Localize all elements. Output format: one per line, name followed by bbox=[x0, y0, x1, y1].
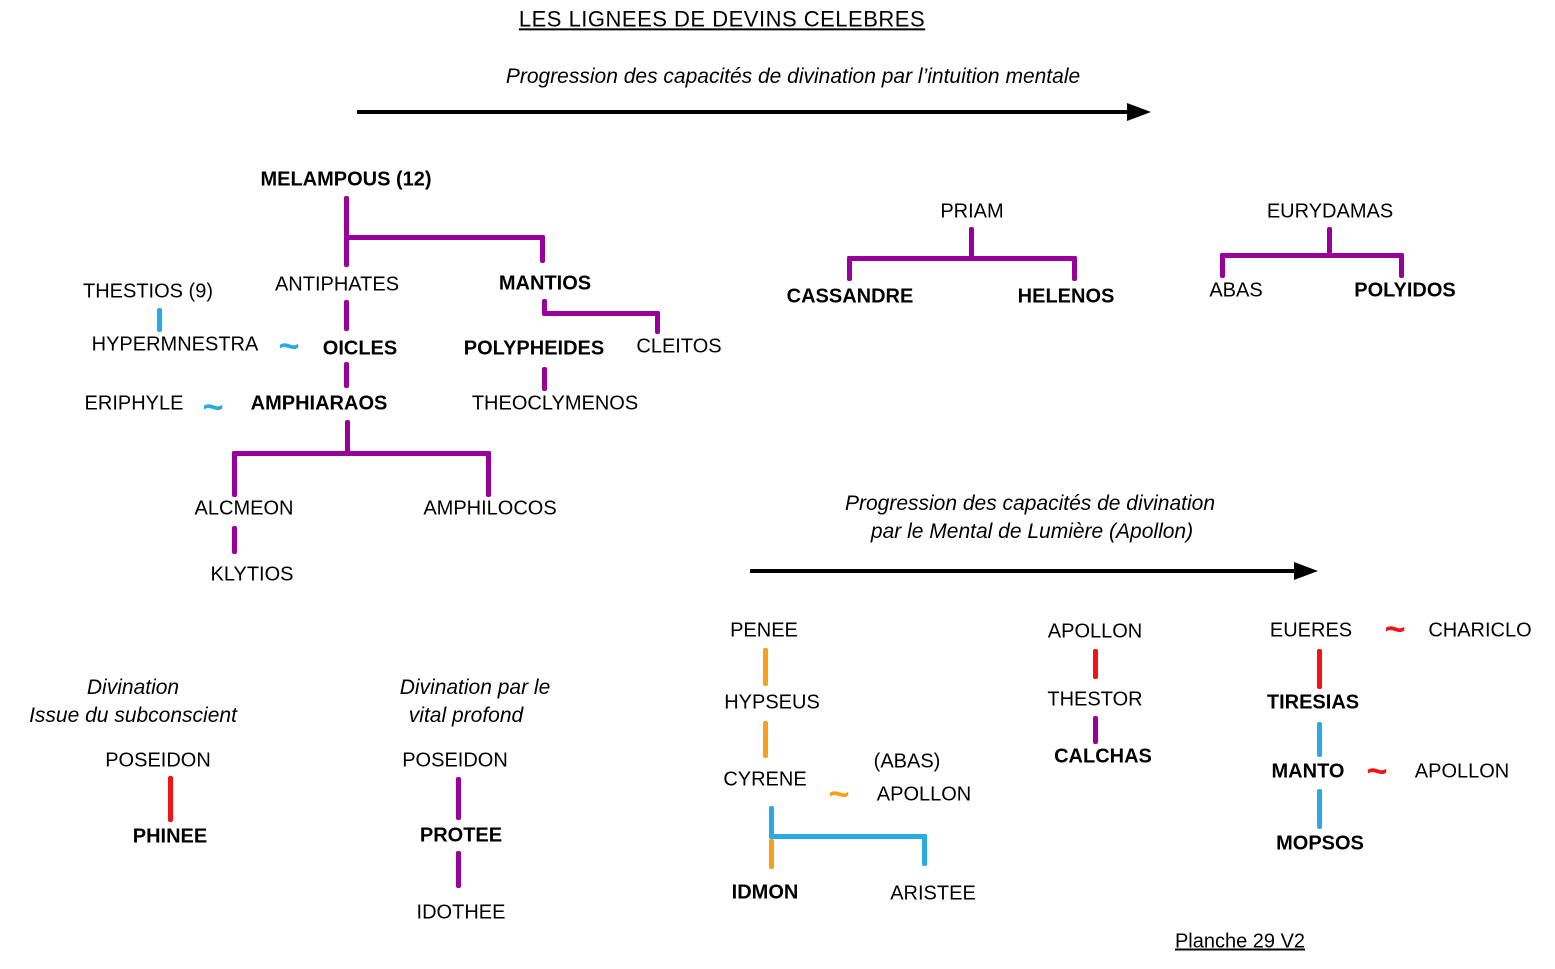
line-melampous-down bbox=[344, 196, 349, 267]
node-apollon-manto: APOLLON bbox=[1414, 760, 1510, 783]
line-bracket-to-amphilocos bbox=[486, 451, 491, 497]
arrow-lumiere-label-line2: par le Mental de Lumière (Apollon) bbox=[870, 519, 1194, 543]
line-bracket-to-aristee bbox=[922, 834, 927, 866]
arrow-intuition-label: Progression des capacités de divination … bbox=[505, 64, 1081, 88]
node-klytios: KLYTIOS bbox=[210, 563, 294, 586]
line-bracket-to-alcmeon bbox=[232, 451, 237, 497]
line-mantios-to-cleitos bbox=[655, 311, 660, 334]
node-alcmeon: ALCMEON bbox=[194, 497, 294, 520]
node-eurydamas: EURYDAMAS bbox=[1266, 200, 1394, 223]
line-eurydamas-bracket bbox=[1220, 253, 1404, 258]
node-aristee: ARISTEE bbox=[890, 882, 976, 905]
node-amphilocos: AMPHILOCOS bbox=[423, 497, 557, 520]
arrow-lumiere-line bbox=[750, 569, 1295, 573]
node-polyidos: POLYIDOS bbox=[1354, 279, 1456, 302]
section-vital-title-line2: vital profond bbox=[408, 703, 524, 727]
line-penee-hypseus bbox=[763, 648, 768, 686]
node-protee: PROTEE bbox=[419, 824, 503, 847]
line-poseidon-protee bbox=[456, 777, 461, 820]
node-melampous: MELAMPOUS (12) bbox=[260, 168, 432, 191]
node-abas: ABAS bbox=[1209, 279, 1263, 302]
line-amphiaraos-bracket bbox=[232, 451, 491, 456]
line-oicles-amphiaraos bbox=[344, 362, 349, 388]
node-oicles: OICLES bbox=[322, 337, 398, 360]
node-eueres: EUERES bbox=[1269, 619, 1353, 642]
line-bracket-to-abas bbox=[1220, 253, 1225, 278]
footer-plate-label: Planche 29 V2 bbox=[1174, 930, 1306, 953]
line-apollon-thestor bbox=[1093, 649, 1098, 679]
node-priam: PRIAM bbox=[940, 200, 1004, 223]
line-thestor-calchas bbox=[1093, 716, 1098, 744]
line-bracket-to-idmon bbox=[769, 839, 774, 869]
line-cyrene-down bbox=[769, 806, 774, 837]
line-amphiaraos-down bbox=[345, 420, 350, 456]
line-melampous-bracket bbox=[344, 235, 545, 240]
line-priam-down bbox=[969, 227, 974, 260]
union-tilde-cyrene-apollon: ~ bbox=[828, 773, 850, 814]
arrow-intuition-head-icon bbox=[1127, 103, 1151, 121]
line-eueres-tiresias bbox=[1317, 649, 1322, 689]
line-poseidon-phinee bbox=[168, 776, 173, 822]
line-alcmeon-klytios bbox=[232, 526, 237, 554]
node-idothee: IDOTHEE bbox=[416, 901, 506, 924]
line-manto-mopsos bbox=[1317, 789, 1322, 829]
node-thestor: THESTOR bbox=[1047, 688, 1143, 711]
line-antiphates-oicles bbox=[344, 300, 349, 331]
union-tilde-eriphyle-amphiaraos: ~ bbox=[202, 386, 224, 427]
page-title: LES LIGNEES DE DEVINS CELEBRES bbox=[518, 6, 926, 32]
node-eriphyle: ERIPHYLE bbox=[84, 392, 184, 415]
node-apollon-cyrene: APOLLON bbox=[876, 783, 972, 806]
line-bracket-to-polyidos bbox=[1399, 253, 1404, 278]
section-vital-title-line1: Divination par le bbox=[399, 675, 551, 699]
node-poseidon-vital: POSEIDON bbox=[402, 749, 508, 772]
line-mantios-down bbox=[542, 299, 547, 315]
node-cassandre: CASSANDRE bbox=[786, 285, 914, 308]
line-polypheides-theoclymenos bbox=[542, 367, 547, 391]
line-priam-bracket bbox=[847, 256, 1077, 261]
line-thestios-hypermnestra bbox=[157, 308, 162, 332]
node-apollon-thestor: APOLLON bbox=[1047, 620, 1143, 643]
node-theoclymenos: THEOCLYMENOS bbox=[471, 392, 639, 415]
line-protee-idothee bbox=[456, 851, 461, 888]
node-manto: MANTO bbox=[1271, 760, 1345, 783]
line-hypseus-cyrene bbox=[763, 721, 768, 758]
node-phinee: PHINEE bbox=[132, 825, 208, 848]
arrow-lumiere-label-line1: Progression des capacités de divination bbox=[844, 491, 1216, 515]
section-subconscient-title-line2: Issue du subconscient bbox=[29, 703, 237, 727]
node-chariclo: CHARICLO bbox=[1428, 619, 1532, 642]
node-poseidon-subconscient: POSEIDON bbox=[105, 749, 211, 772]
node-thestios: THESTIOS (9) bbox=[82, 280, 214, 303]
node-cyrene: CYRENE bbox=[723, 768, 807, 791]
node-hypermnestra: HYPERMNESTRA bbox=[91, 333, 259, 356]
node-amphiaraos: AMPHIARAOS bbox=[250, 392, 388, 415]
node-abas-paren: (ABAS) bbox=[873, 750, 941, 773]
section-subconscient-title-line1: Divination bbox=[86, 675, 180, 699]
union-tilde-hypermnestra-oicles: ~ bbox=[278, 325, 300, 366]
node-helenos: HELENOS bbox=[1017, 285, 1115, 308]
line-bracket-to-helenos bbox=[1072, 256, 1077, 281]
node-tiresias: TIRESIAS bbox=[1266, 691, 1360, 714]
arrow-lumiere-head-icon bbox=[1294, 562, 1318, 580]
node-penee: PENEE bbox=[730, 619, 798, 642]
line-mantios-bracket bbox=[542, 311, 660, 316]
line-eurydamas-down bbox=[1327, 227, 1332, 257]
line-bracket-to-cassandre bbox=[847, 256, 852, 281]
node-mantios: MANTIOS bbox=[498, 272, 592, 295]
line-melampous-to-mantios bbox=[540, 235, 545, 263]
line-cyrene-bracket bbox=[769, 834, 927, 839]
node-polypheides: POLYPHEIDES bbox=[463, 337, 605, 360]
union-tilde-manto-apollon: ~ bbox=[1366, 750, 1388, 791]
node-cleitos: CLEITOS bbox=[636, 335, 722, 358]
arrow-intuition-line bbox=[357, 110, 1128, 114]
node-hypseus: HYPSEUS bbox=[724, 691, 820, 714]
node-calchas: CALCHAS bbox=[1054, 745, 1152, 768]
node-antiphates: ANTIPHATES bbox=[274, 273, 400, 296]
node-idmon: IDMON bbox=[731, 881, 799, 904]
node-mopsos: MOPSOS bbox=[1276, 832, 1364, 855]
line-tiresias-manto bbox=[1317, 722, 1322, 757]
union-tilde-eueres-chariclo: ~ bbox=[1384, 608, 1406, 649]
